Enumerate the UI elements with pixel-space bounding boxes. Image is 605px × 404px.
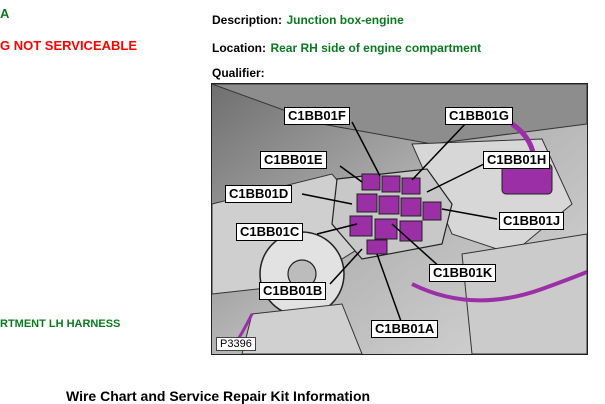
callout-c1bb01e: C1BB01E [260, 151, 327, 169]
location-label: Location: [212, 41, 266, 55]
callout-c1bb01f: C1BB01F [284, 107, 350, 125]
callout-c1bb01a: C1BB01A [371, 320, 439, 338]
location-value: Rear RH side of engine compartment [270, 41, 482, 55]
callout-c1bb01j: C1BB01J [499, 212, 565, 230]
junction-box-figure: C1BB01F C1BB01G C1BB01E C1BB01H C1BB01D … [211, 83, 588, 355]
callout-c1bb01g: C1BB01G [445, 107, 513, 125]
wire-chart-heading: Wire Chart and Service Repair Kit Inform… [66, 388, 371, 404]
leader-lines [301, 121, 498, 325]
callout-c1bb01b: C1BB01B [259, 282, 327, 300]
qualifier-label: Qualifier: [212, 66, 265, 80]
description-value: Junction box-engine [286, 13, 404, 27]
not-serviceable-warning: G NOT SERVICEABLE [0, 38, 138, 53]
description-row: Description: Junction box-engine [212, 11, 404, 29]
location-row: Location: Rear RH side of engine compart… [212, 39, 481, 57]
figure-id: P3396 [216, 337, 256, 351]
callout-c1bb01k: C1BB01K [429, 264, 497, 282]
description-label: Description: [212, 13, 283, 27]
qualifier-row: Qualifier: [212, 64, 265, 82]
callout-c1bb01d: C1BB01D [225, 185, 293, 203]
left-heading-letter: A [0, 6, 10, 21]
callout-c1bb01h: C1BB01H [483, 151, 551, 169]
harness-link[interactable]: RTMENT LH HARNESS [0, 318, 121, 330]
callout-c1bb01c: C1BB01C [236, 223, 304, 241]
junction-box-cluster [331, 168, 453, 260]
